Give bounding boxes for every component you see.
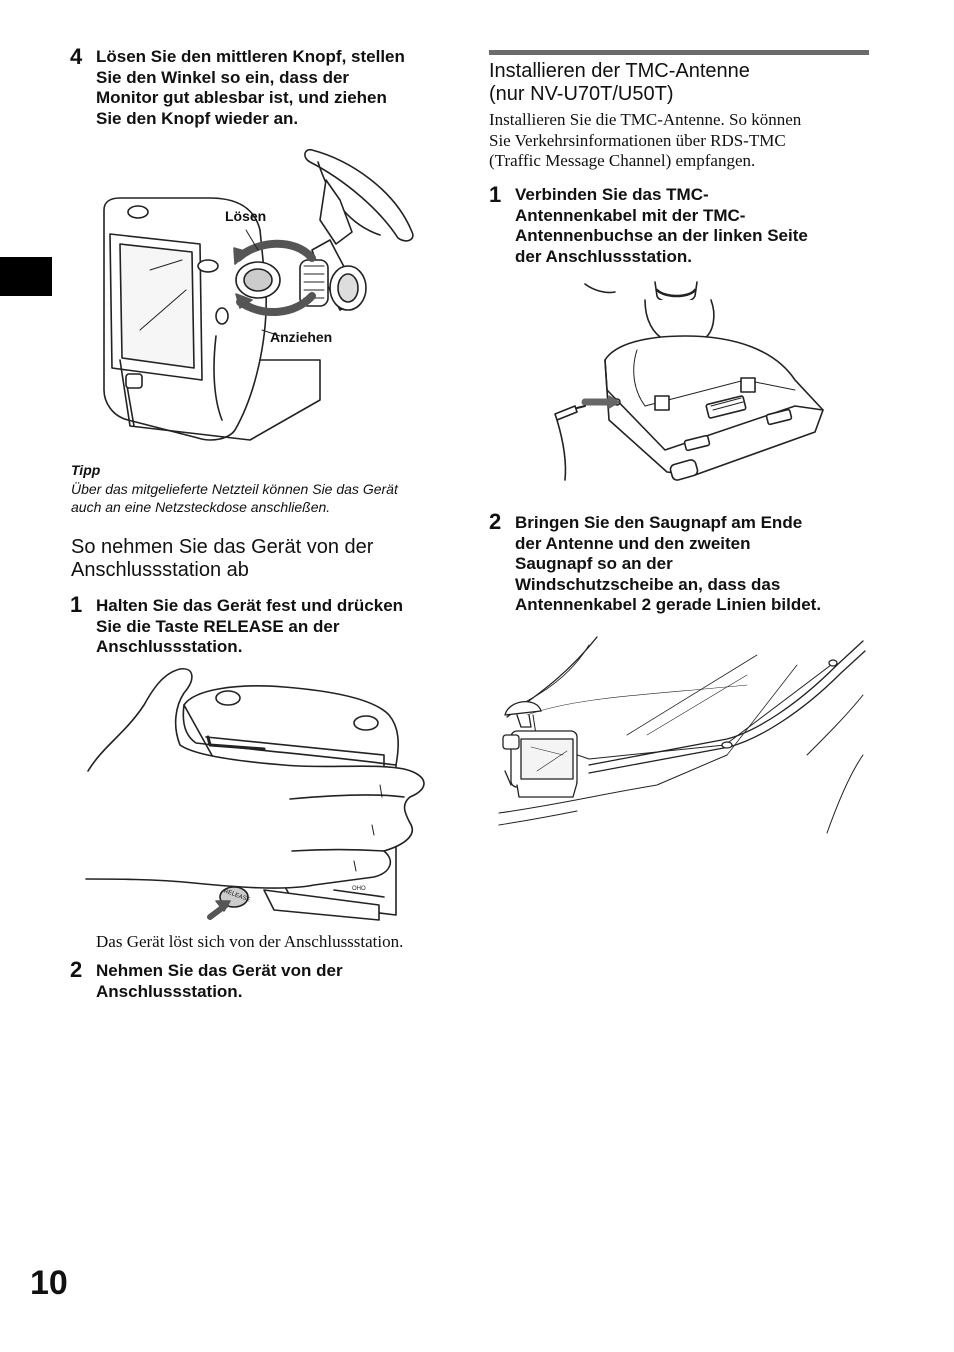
tip-text: Über das mitgelieferte Netzteil können S… [71,481,398,515]
svg-text:ОНО: ОНО [352,886,366,892]
antenna-connection-illustration [554,281,824,481]
step-4-number: 4 [70,44,83,69]
tip-title: Tipp [71,462,101,478]
step-4-text: Lösen Sie den mittleren Knopf, stellen S… [96,47,405,128]
windshield-antenna-illustration [498,636,866,834]
section-heading-tmc: Installieren der TMC-Antenne (nur NV-U70… [489,60,750,105]
figure-caption: Das Gerät löst sich von der Anschlusssta… [96,932,404,951]
tmc-step-2-number: 2 [489,509,502,534]
step-1-number: 1 [70,592,83,617]
section-rule [489,50,869,55]
chapter-tab [0,257,52,296]
section-heading-undock: So nehmen Sie das Gerät von der Anschlus… [71,536,374,581]
tmc-step-1-number: 1 [489,182,502,207]
tmc-intro: Installieren Sie die TMC-Antenne. So kön… [489,110,802,170]
page-number: 10 [30,1264,68,1302]
tmc-step-1-text: Verbinden Sie das TMC- Antennenkabel mit… [515,185,808,266]
release-button-illustration: ОНО [85,668,425,921]
step-1-text: Halten Sie das Gerät fest und drücken Si… [96,596,404,656]
label-loosen: Lösen [225,208,267,224]
tmc-step-2-text: Bringen Sie den Saugnapf am Ende der Ant… [515,513,822,614]
step-2-text: Nehmen Sie das Gerät von der Anschlussst… [96,961,343,1001]
label-tighten: Anziehen [270,329,333,345]
monitor-angle-illustration [103,148,414,441]
step-2-number: 2 [70,957,83,982]
